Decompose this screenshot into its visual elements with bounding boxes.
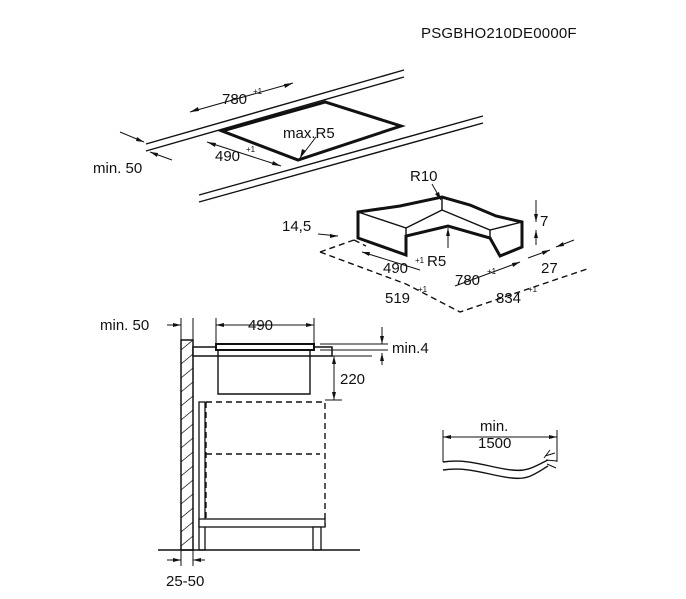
- cutout-step-height: 7: [540, 213, 548, 230]
- cutout-outer-width-tol: +1: [528, 285, 538, 294]
- cutout-inner-width: 780: [455, 272, 480, 289]
- cutout-inner-width-tol: +1: [487, 267, 497, 276]
- section-view: min. 50 490 min.4 220 25-50: [100, 317, 429, 590]
- cutout-side-depth: 27: [541, 260, 558, 277]
- top-width-tol: +1: [253, 87, 263, 96]
- cutout-radius-outer: R10: [410, 168, 438, 185]
- cutout-outer-width: 834: [496, 290, 521, 307]
- cable-detail: min. 1500: [442, 418, 558, 480]
- radius-label: max.R5: [283, 125, 335, 142]
- section-wall-gap: min. 50: [100, 317, 149, 334]
- cable-label-line2: 1500: [478, 435, 511, 452]
- section-depth: 490: [248, 317, 273, 334]
- section-worktop: 25-50: [166, 573, 204, 590]
- top-depth-label: 490: [215, 148, 240, 165]
- cutout-inner-depth-tol: +1: [415, 256, 425, 265]
- cutout-radius-inner: R5: [427, 253, 446, 270]
- section-top-gap: min.4: [392, 340, 429, 357]
- top-depth-tol: +1: [246, 145, 256, 154]
- cutout-inner-depth: 490: [383, 260, 408, 277]
- cutout-outer-depth-tol: +1: [418, 285, 428, 294]
- cutout-outer-depth: 519: [385, 290, 410, 307]
- cutout-frame-left: 14,5: [282, 218, 311, 235]
- section-height: 220: [340, 371, 365, 388]
- cutout-detail: R10 R5 7 14,5 490 +1 780 +1 27: [282, 168, 591, 313]
- top-width-label: 780: [222, 91, 247, 108]
- document-code: PSGBHO210DE0000F: [421, 25, 577, 42]
- top-view-worktop: 780 +1 490 +1 max.R5 min. 50: [93, 69, 484, 203]
- cable-label-line1: min.: [480, 418, 508, 435]
- edge-distance-label: min. 50: [93, 160, 142, 177]
